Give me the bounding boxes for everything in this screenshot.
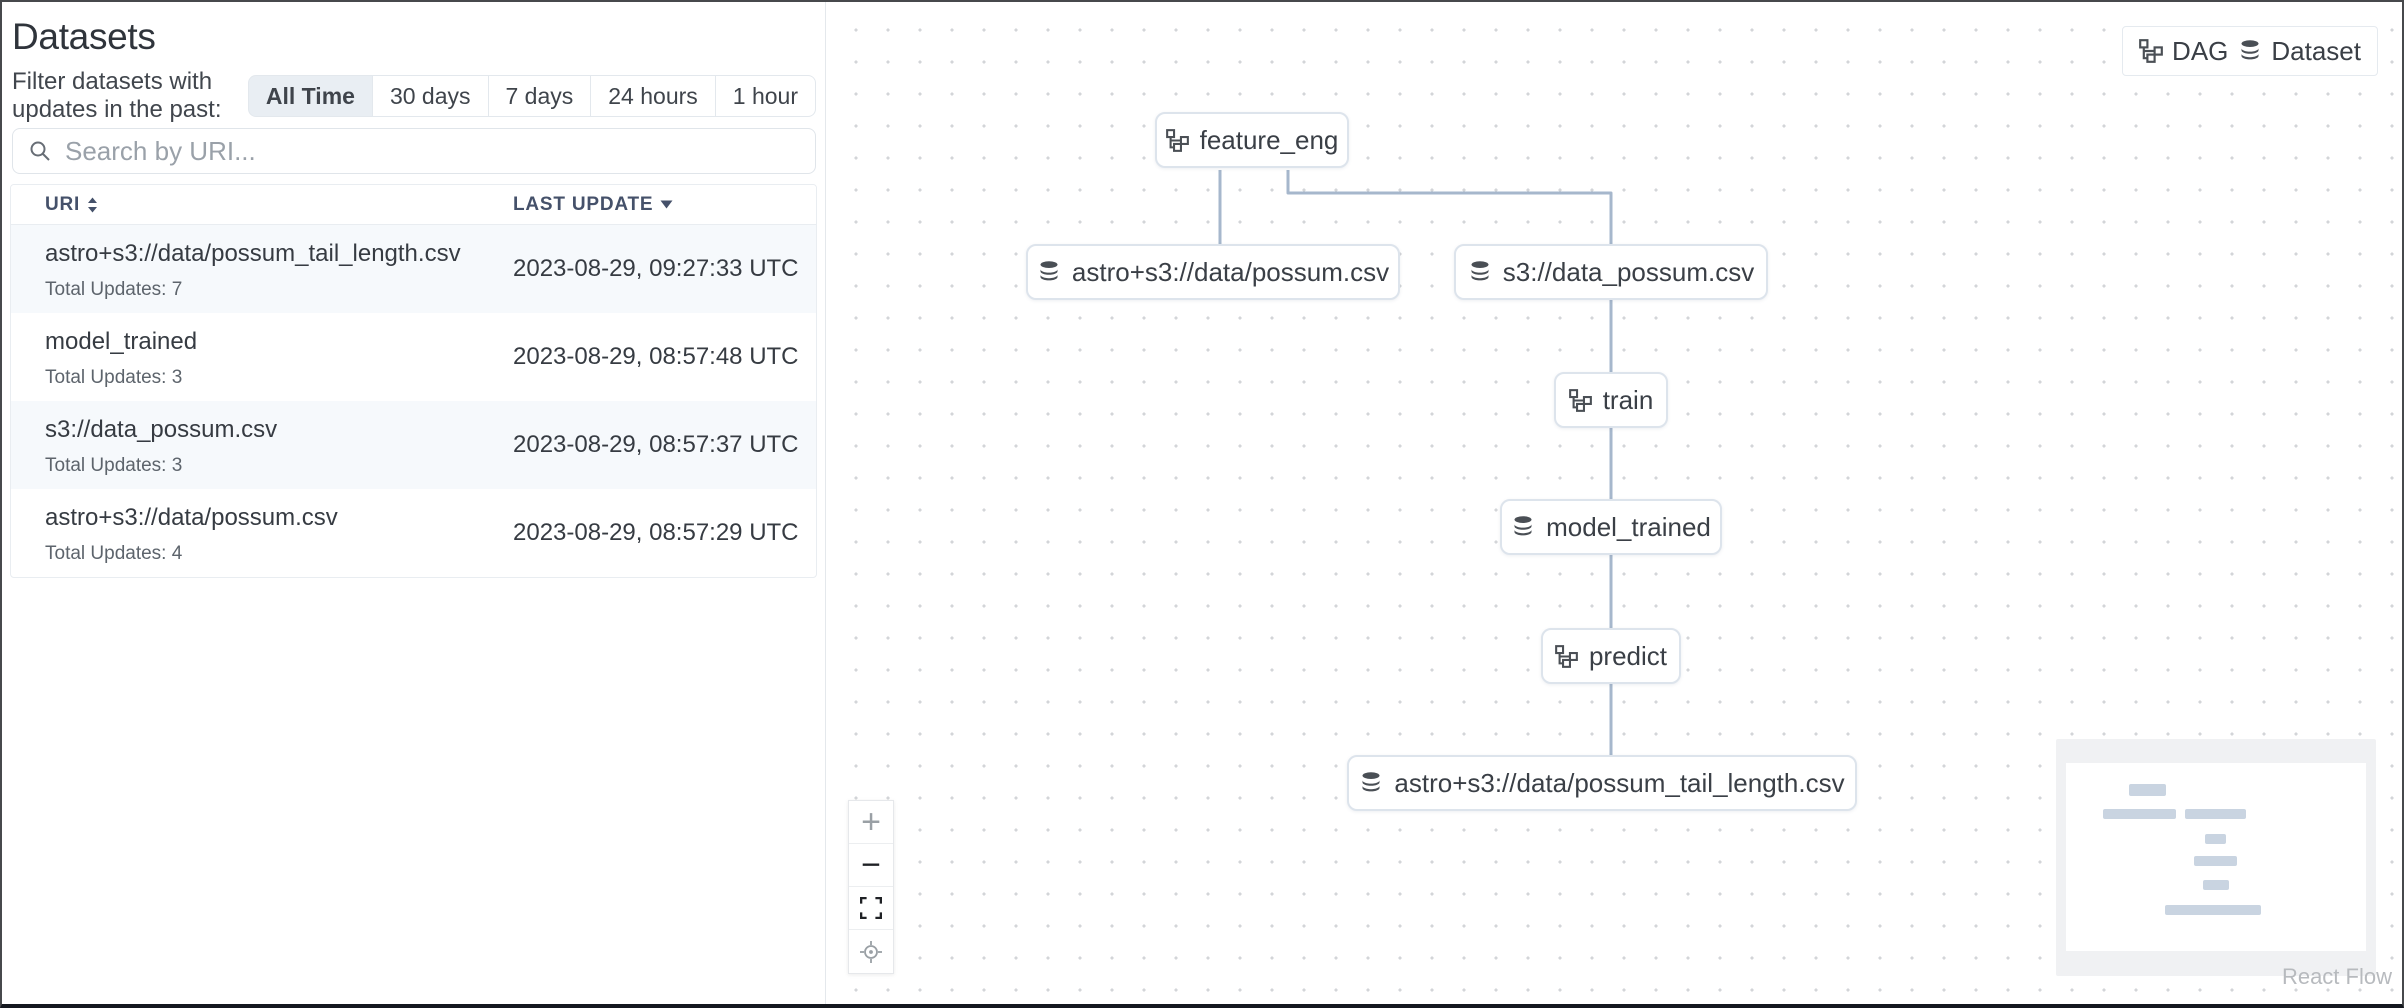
column-header-last-update[interactable]: LAST UPDATE [513, 194, 816, 216]
dataset-uri: s3://data_possum.csv [45, 416, 278, 443]
total-updates: Total Updates: 7 [45, 279, 183, 300]
legend-dataset: Dataset [2238, 36, 2361, 67]
crosshair-icon [860, 940, 882, 963]
filter-button-all-time[interactable]: All Time [247, 75, 373, 117]
graph-controls: + − [848, 800, 894, 974]
minimap-node [2103, 809, 2176, 819]
filter-button-24-hours[interactable]: 24 hours [591, 75, 716, 117]
dataset-graph-panel[interactable]: DAG Dataset feature_eng astro+s3:// [826, 2, 2402, 1004]
database-icon [1471, 261, 1489, 281]
last-update-timestamp: 2023-08-29, 08:57:48 UTC [513, 343, 799, 370]
minimap-node [2185, 809, 2246, 819]
table-row[interactable]: model_trained Total Updates: 3 2023-08-2… [11, 313, 816, 401]
datasets-list-panel: Datasets Filter datasets with updates in… [2, 2, 825, 1004]
zoom-out-button[interactable]: − [849, 844, 893, 887]
dag-icon [2139, 39, 2163, 63]
search-input[interactable] [65, 135, 800, 167]
column-header-uri[interactable]: URI [45, 194, 513, 216]
center-focus-button[interactable] [849, 930, 893, 973]
filter-label: Filter datasets with updates in the past… [12, 68, 222, 123]
graph-node-predict[interactable]: predict [1541, 628, 1681, 684]
sort-both-icon [88, 197, 98, 212]
time-filter-group: All Time 30 days 7 days 24 hours 1 hour [247, 75, 816, 117]
minimap-node [2203, 880, 2229, 890]
graph-legend: DAG Dataset [2122, 26, 2378, 76]
dataset-uri: model_trained [45, 328, 198, 355]
graph-node-train[interactable]: train [1554, 372, 1668, 428]
graph-node-feature-eng[interactable]: feature_eng [1155, 112, 1349, 168]
minimap-node [2165, 905, 2261, 915]
minimap-viewport [2066, 763, 2366, 951]
dag-icon [1568, 388, 1592, 412]
last-update-timestamp: 2023-08-29, 08:57:37 UTC [513, 431, 799, 458]
graph-node-astro-possum-csv[interactable]: astro+s3://data/possum.csv [1026, 244, 1400, 300]
panel-divider [825, 2, 826, 1004]
datasets-table: URI LAST UPDATE astro+s3://data/possum_t… [10, 184, 817, 578]
table-row[interactable]: astro+s3://data/possum.csv Total Updates… [11, 489, 816, 577]
edge-feature_eng-s3_data_possum [1286, 170, 1613, 244]
minus-icon: − [861, 846, 881, 884]
database-icon [2241, 40, 2259, 60]
total-updates: Total Updates: 3 [45, 455, 183, 476]
dag-icon [1555, 644, 1578, 668]
fit-view-icon [860, 897, 882, 919]
filter-button-30-days[interactable]: 30 days [372, 75, 489, 117]
fit-view-button[interactable] [849, 887, 893, 930]
table-header-row: URI LAST UPDATE [11, 185, 816, 225]
database-icon [1514, 516, 1532, 536]
graph-node-s3-data-possum-csv[interactable]: s3://data_possum.csv [1454, 244, 1768, 300]
plus-icon: + [861, 803, 881, 841]
search-icon [30, 141, 50, 161]
dataset-uri: astro+s3://data/possum_tail_length.csv [45, 240, 461, 267]
page-title: Datasets [12, 16, 156, 57]
database-icon [1040, 261, 1058, 281]
minimap-node [2194, 856, 2237, 866]
last-update-timestamp: 2023-08-29, 08:57:29 UTC [513, 519, 799, 546]
minimap-node [2205, 834, 2226, 844]
filter-button-1-hour[interactable]: 1 hour [715, 75, 816, 117]
react-flow-attribution[interactable]: React Flow [2281, 964, 2392, 989]
database-icon [1362, 772, 1380, 792]
total-updates: Total Updates: 4 [45, 543, 183, 564]
filter-button-7-days[interactable]: 7 days [488, 75, 592, 117]
graph-minimap[interactable] [2056, 739, 2376, 976]
sort-desc-icon [660, 200, 673, 209]
table-row[interactable]: astro+s3://data/possum_tail_length.csv T… [11, 225, 816, 313]
total-updates: Total Updates: 3 [45, 367, 183, 388]
search-box [12, 128, 816, 174]
minimap-node [2129, 784, 2166, 796]
zoom-in-button[interactable]: + [849, 801, 893, 844]
graph-node-astro-possum-tail-length-csv[interactable]: astro+s3://data/possum_tail_length.csv [1347, 755, 1857, 811]
table-row[interactable]: s3://data_possum.csv Total Updates: 3 20… [11, 401, 816, 489]
legend-dag: DAG [2139, 36, 2228, 67]
graph-node-model-trained[interactable]: model_trained [1500, 499, 1722, 555]
filter-row: Filter datasets with updates in the past… [12, 68, 816, 123]
graph-edges [1218, 170, 1613, 755]
last-update-timestamp: 2023-08-29, 09:27:33 UTC [513, 255, 799, 282]
dag-icon [1165, 128, 1189, 152]
dataset-uri: astro+s3://data/possum.csv [45, 504, 338, 531]
